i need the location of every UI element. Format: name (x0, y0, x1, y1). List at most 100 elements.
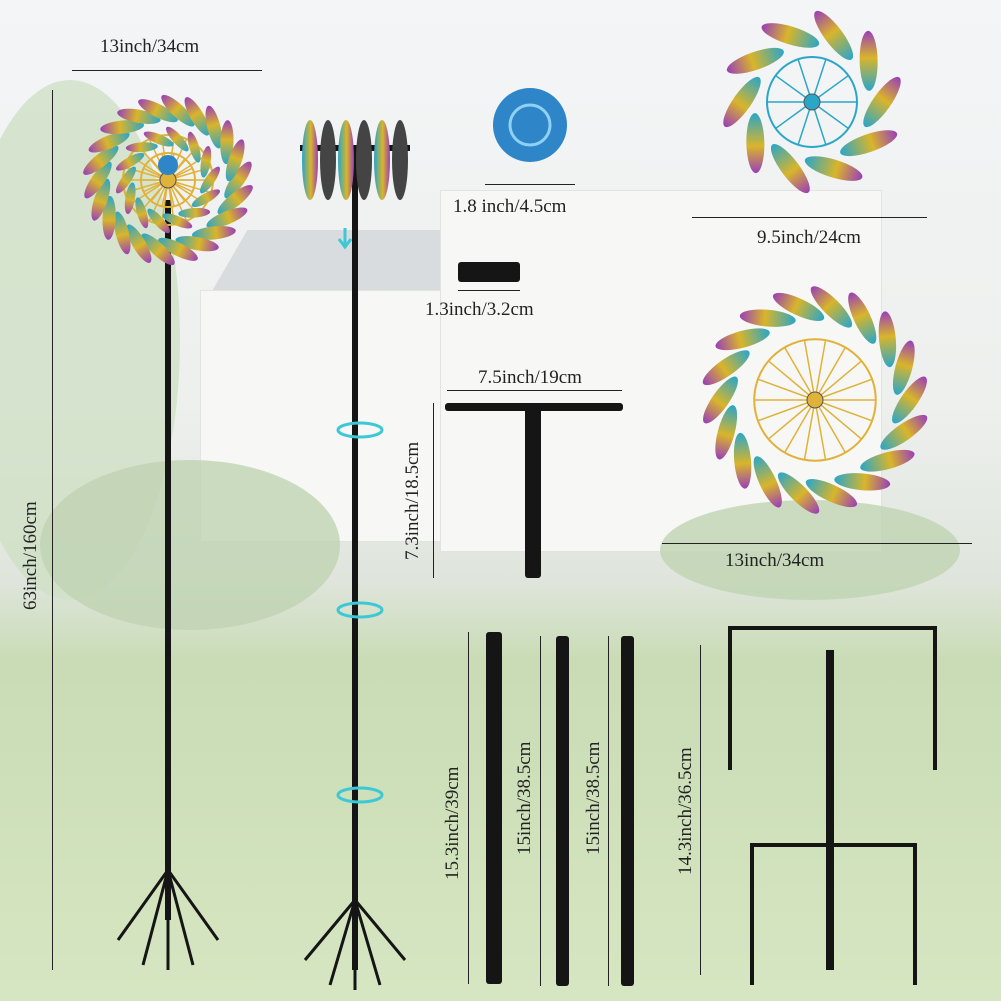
wheel-leaf (772, 292, 825, 322)
wheel-spoke (767, 360, 816, 401)
wheel-hub (803, 93, 821, 111)
wheel-leaf (726, 47, 784, 74)
wheel-leaf (804, 156, 863, 181)
dimension-line-stake (700, 645, 701, 975)
wheel-leaf (83, 145, 119, 175)
connector-tube (458, 262, 520, 282)
twist-arrow-icon (336, 601, 384, 619)
label-stake: 14.3inch/36.5cm (675, 747, 696, 875)
side-view-leaf (338, 120, 354, 200)
stake-top-bracket (728, 626, 937, 770)
side-view-leaf (302, 120, 318, 200)
assembled-pole (165, 200, 171, 920)
wheel-leaf (184, 97, 210, 136)
wheel-leaf (880, 414, 928, 450)
wheel-leaf (746, 113, 765, 174)
wheel-leaf (124, 182, 136, 215)
wheel-leaf (217, 185, 253, 215)
wheel-leaf (125, 142, 158, 153)
wheel-spoke (814, 399, 847, 453)
wheel-leaf (200, 145, 212, 178)
side-stake-prong (353, 899, 407, 961)
dimension-line-t-bar-height (433, 403, 434, 578)
cap-part (493, 88, 567, 162)
wheel-spoke (757, 378, 816, 401)
wheel-leaf (805, 478, 858, 508)
side-view-pole (352, 150, 358, 970)
twist-arrow-icon (336, 421, 384, 439)
side-view-leaf (374, 120, 390, 200)
side-view-crossbar (300, 145, 410, 151)
wheel-leaf (116, 152, 145, 171)
wheel-spoke (783, 399, 816, 453)
label-pole-3: 15inch/38.5cm (583, 741, 604, 855)
side-stake-prong (328, 899, 357, 986)
wheel-leaf (733, 432, 752, 489)
wheel-leaf (206, 207, 248, 229)
label-t-bar-height: 7.3inch/18.5cm (402, 441, 423, 560)
down-arrow-icon (337, 228, 353, 250)
pole-section-2 (556, 636, 569, 986)
dimension-line-t-bar (447, 390, 622, 391)
wheel-leaf (863, 76, 901, 128)
cap-flower-pattern (508, 103, 552, 147)
assembled-stake-prong (116, 869, 170, 941)
wheel-leaf (777, 472, 820, 514)
wheel-spoke (814, 399, 827, 460)
wheel-leaf (166, 126, 189, 152)
assembled-stake-prong (166, 869, 195, 966)
dimension-line-pole-2 (540, 636, 541, 986)
dimension-line-small-wheel (692, 217, 927, 218)
wheel-leaf (178, 207, 211, 218)
side-stake-prong (353, 899, 382, 986)
wheel-leaf (703, 376, 738, 424)
wheel-leaf (205, 105, 223, 149)
wheel-leaf (102, 195, 116, 240)
wheel-spoke (814, 340, 827, 401)
wheel-leaf (224, 161, 252, 199)
wheel-leaf (126, 224, 152, 263)
wheel-hub (806, 391, 824, 409)
wheel-leaf (161, 94, 195, 127)
dimension-line-cap (485, 184, 575, 185)
wheel-leaf (878, 311, 897, 368)
label-large-wheel: 13inch/34cm (725, 550, 825, 571)
label-pole-2: 15inch/38.5cm (514, 741, 535, 855)
wheel-spoke (803, 340, 816, 401)
wheel-leaf (143, 131, 174, 147)
wheel-spoke (814, 399, 863, 440)
t-bar-stem (525, 408, 541, 578)
wheel-spoke (803, 399, 816, 460)
wheel-spoke (814, 347, 847, 401)
background-shrubs-right (660, 500, 960, 600)
wheel-leaf (715, 328, 770, 351)
twist-arrow-icon (336, 786, 384, 804)
assembled-stake-prong (141, 869, 170, 966)
stake-pole (826, 650, 834, 970)
label-small-wheel: 9.5inch/24cm (757, 227, 861, 248)
wheel-leaf (138, 99, 178, 123)
label-cap-diameter: 1.8 inch/4.5cm (453, 196, 567, 217)
label-pole-1: 15.3inch/39cm (442, 766, 463, 880)
wheel-leaf (739, 309, 796, 327)
wheel-leaf (84, 161, 112, 199)
wheel-leaf (834, 473, 891, 491)
dimension-line-top-width (72, 70, 262, 71)
wheel-spoke (757, 399, 816, 422)
dimension-line-connector (458, 290, 520, 291)
dimension-line-pole-1 (468, 632, 469, 984)
wheel-leaf (848, 292, 877, 344)
t-bar-crossbar (445, 403, 623, 411)
wheel-spoke (767, 399, 816, 440)
label-t-bar-width: 7.5inch/19cm (478, 367, 582, 388)
wheel-leaf (702, 350, 750, 386)
wheel-leaf (116, 166, 136, 194)
wheel-leaf (147, 208, 170, 234)
wheel-leaf (770, 144, 810, 194)
pole-section-1 (486, 632, 502, 984)
wheel-leaf (220, 120, 234, 165)
wheel-leaf (715, 405, 738, 460)
wheel-leaf (141, 233, 175, 266)
